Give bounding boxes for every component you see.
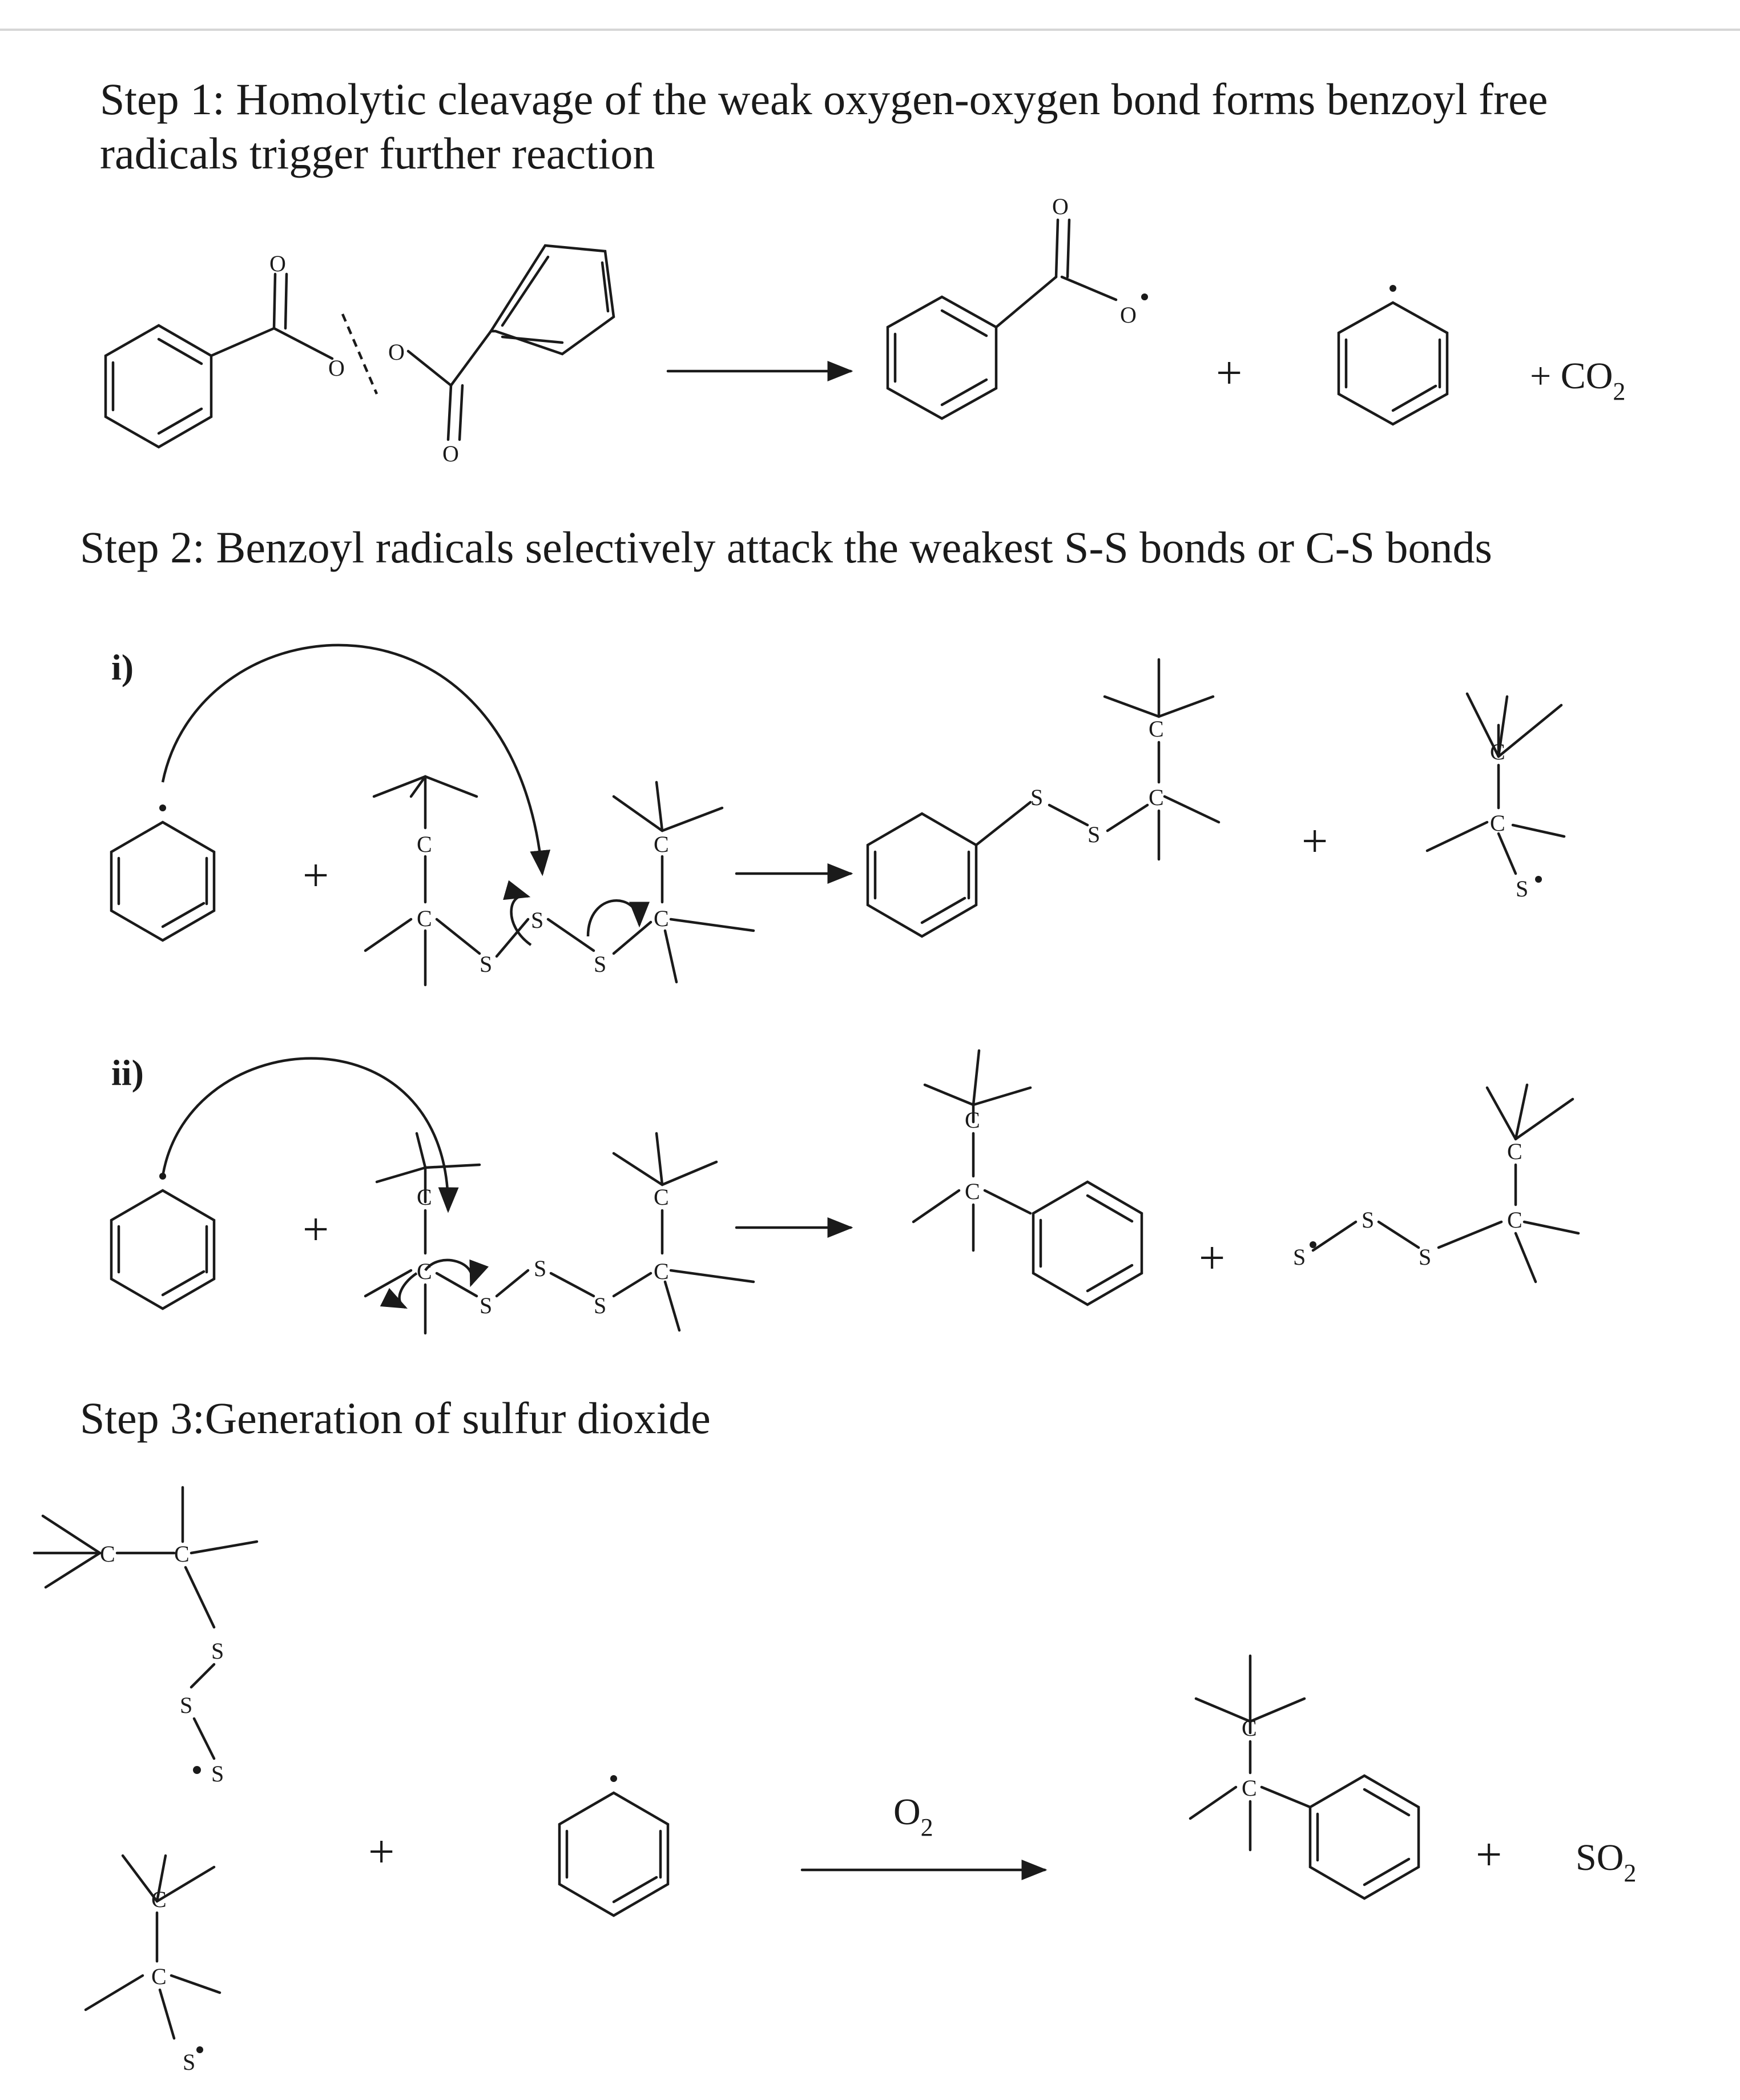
carbon-atom: C xyxy=(174,1541,190,1567)
carbon-atom: C xyxy=(151,1886,167,1912)
carbon-atom: C xyxy=(965,1178,980,1204)
carbon-atom: C xyxy=(654,906,669,931)
tbutyl-trisulfanyl-radical: C C S S S xyxy=(33,1486,259,1787)
carbon-atom: C xyxy=(417,906,432,931)
sulfur-atom: S xyxy=(183,2049,195,2075)
pathway-ii-label: ii) xyxy=(111,1052,144,1093)
carbon-atom: C xyxy=(1507,1207,1522,1233)
plus-sign: + xyxy=(303,849,329,901)
step2-heading: Step 2: Benzoyl radicals selectively att… xyxy=(80,522,1492,572)
tbutylbenzene-product: C C xyxy=(1189,1654,1420,1900)
oxygen-atom: O xyxy=(269,251,286,276)
tbutyl-trisulfide: C C S S S C C xyxy=(364,1132,755,1335)
phenyl-radical xyxy=(558,1775,670,1917)
sulfur-atom: S xyxy=(1293,1244,1306,1270)
carbon-atom: C xyxy=(100,1541,115,1567)
plus-sign: + xyxy=(368,1825,394,1877)
tbutyl-trisulfide: C C S S S C C xyxy=(364,775,755,987)
carbon-atom: C xyxy=(417,1258,432,1284)
oxygen-atom: O xyxy=(442,441,459,466)
phenyl-radical xyxy=(110,804,216,942)
carbon-atom: C xyxy=(1507,1138,1522,1164)
oxygen-atom: O xyxy=(1120,302,1137,328)
plus-sign: + xyxy=(1476,1828,1502,1880)
sulfur-atom: S xyxy=(1516,876,1528,902)
sulfur-atom: S xyxy=(1362,1207,1374,1233)
tbutyl-disulfanyl-radical: S S S C C xyxy=(1293,1083,1580,1284)
carbon-atom: C xyxy=(1149,716,1164,742)
tbutylthiyl-radical: C C S xyxy=(1425,692,1566,902)
sulfur-atom: S xyxy=(594,1293,606,1318)
carbon-atom: C xyxy=(654,1258,669,1284)
oxygen-atom: O xyxy=(328,355,345,381)
oxygen-reagent: O2 xyxy=(893,1791,933,1841)
sulfur-atom: S xyxy=(1030,785,1043,810)
carbon-atom: C xyxy=(965,1107,980,1133)
oxygen-atom: O xyxy=(1052,194,1069,219)
carbon-atom: C xyxy=(1490,739,1505,765)
carbon-atom: C xyxy=(417,1184,432,1210)
phenyl-radical xyxy=(110,1173,216,1310)
plus-sign: + xyxy=(1199,1232,1225,1284)
sulfur-atom: S xyxy=(594,951,606,977)
oxygen-atom: O xyxy=(388,339,405,365)
electron-arrow xyxy=(161,1057,459,1213)
sulfur-atom: S xyxy=(1088,822,1100,847)
carbon-atom: C xyxy=(654,831,669,857)
co2-product: + CO2 xyxy=(1530,355,1625,405)
sulfur-atom: S xyxy=(211,1638,224,1664)
carbon-atom: C xyxy=(417,831,432,857)
plus-sign: + xyxy=(303,1203,329,1255)
pathway-i-label: i) xyxy=(111,647,134,687)
sulfur-atom: S xyxy=(480,951,492,977)
sulfur-atom: S xyxy=(480,1293,492,1318)
carbon-atom: C xyxy=(654,1184,669,1210)
benzoyl-peroxide: O O O O xyxy=(104,244,615,466)
sulfur-atom: S xyxy=(1419,1244,1431,1270)
phenyl-disulfide-product: S S C C xyxy=(866,658,1221,938)
plus-sign: + xyxy=(1302,815,1328,867)
tbutylbenzene-product: C C xyxy=(912,1049,1143,1306)
sulfur-atom: S xyxy=(211,1761,224,1787)
carbon-atom: C xyxy=(1490,810,1505,836)
so2-product: SO2 xyxy=(1576,1837,1636,1887)
phenyl-radical xyxy=(1337,285,1449,426)
carbon-atom: C xyxy=(1149,785,1164,810)
step3-heading: Step 3:Generation of sulfur dioxide xyxy=(80,1393,711,1443)
step1-heading-line1: Step 1: Homolytic cleavage of the weak o… xyxy=(100,74,1548,124)
plus-sign: + xyxy=(1216,347,1242,399)
tbutylthiyl-radical: C C S xyxy=(84,1854,221,2075)
step1-heading-line2: radicals trigger further reaction xyxy=(100,128,655,178)
carbon-atom: C xyxy=(1242,1715,1257,1741)
electron-arrow xyxy=(161,643,551,876)
benzoyloxy-radical: O O xyxy=(886,194,1148,420)
sulfur-atom: S xyxy=(180,1692,192,1718)
carbon-atom: C xyxy=(151,1964,167,1989)
carbon-atom: C xyxy=(1242,1775,1257,1801)
sulfur-atom: S xyxy=(531,907,543,933)
sulfur-atom: S xyxy=(534,1256,546,1281)
